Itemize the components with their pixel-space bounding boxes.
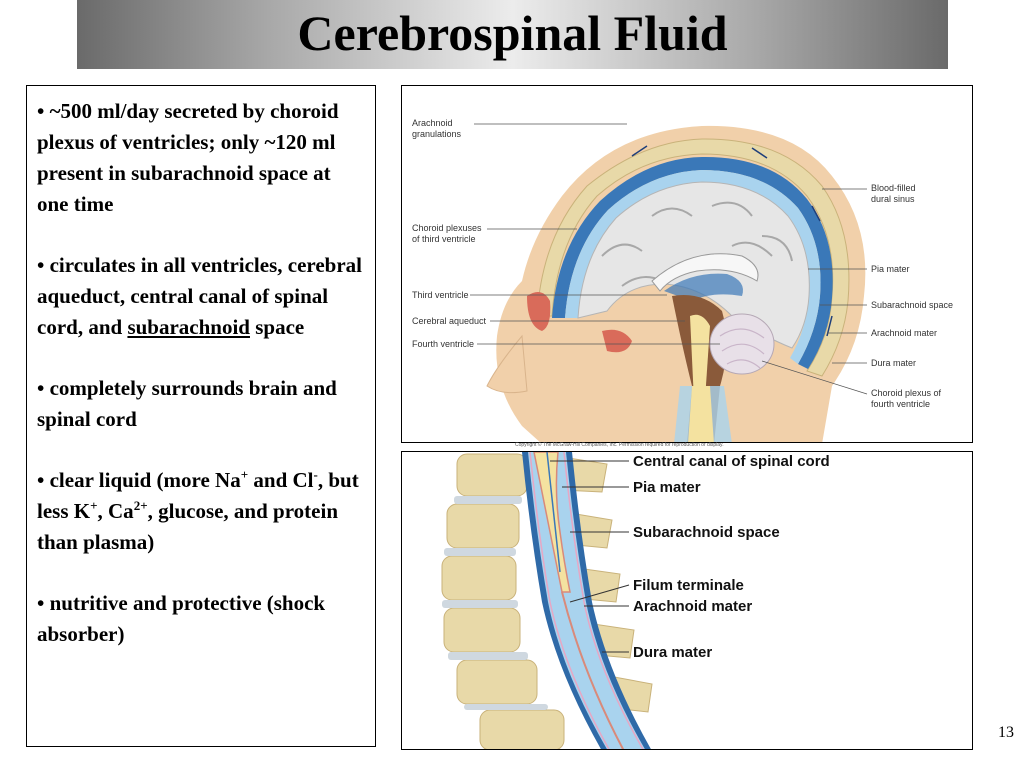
label-dural-sinus-2: dural sinus	[871, 194, 915, 204]
label-central-canal: Central canal of spinal cord	[633, 453, 830, 470]
label-subarachnoid-space: Subarachnoid space	[871, 300, 953, 310]
right-labels: Blood-filled dural sinus Pia mater Subar…	[871, 183, 953, 409]
bullet-text-box: • ~500 ml/day secreted by choroid plexus…	[26, 85, 376, 747]
bullet-csf-volume: • ~500 ml/day secreted by choroid plexus…	[37, 99, 339, 216]
spine-illustration: Central canal of spinal cord Pia mater S…	[441, 452, 830, 749]
bullet-surrounds: • completely surrounds brain and spinal …	[37, 376, 337, 431]
spine-labels: Central canal of spinal cord Pia mater S…	[633, 453, 830, 661]
composition-sup2: -	[313, 467, 318, 482]
composition-part2: and Cl	[248, 468, 314, 492]
composition-part1: • clear liquid (more Na	[37, 468, 241, 492]
label-dural-sinus-1: Blood-filled	[871, 183, 916, 193]
left-leader-lines	[470, 123, 720, 345]
right-leader-lines	[761, 188, 868, 395]
label-arachnoid-mater: Arachnoid mater	[871, 328, 937, 338]
bullet-composition: • clear liquid (more Na+ and Cl-, but le…	[37, 465, 367, 558]
label-choroid-plexus-fourth-1: Choroid plexus of	[871, 388, 942, 398]
label-choroid-plexuses-1: Choroid plexuses	[412, 223, 482, 233]
label-arachnoid-mater-spine: Arachnoid mater	[633, 598, 752, 615]
composition-sup3: +	[90, 498, 98, 513]
label-dura-mater: Dura mater	[871, 358, 916, 368]
bullet-circulation-underlined: subarachnoid	[127, 315, 250, 339]
composition-part3: , but less K	[37, 468, 359, 523]
composition-sup1: +	[240, 467, 249, 482]
brain-illustration: Arachnoid granulations Choroid plexuses …	[412, 118, 953, 442]
left-labels: Arachnoid granulations Choroid plexuses …	[412, 118, 487, 349]
label-fourth-ventricle: Fourth ventricle	[412, 339, 474, 349]
label-arachnoid-granulations-2: granulations	[412, 129, 462, 139]
spinal-cord-figure: Central canal of spinal cord Pia mater S…	[401, 451, 973, 750]
page-number: 13	[998, 724, 1014, 741]
spine-leader-lines	[550, 460, 630, 653]
label-cerebral-aqueduct: Cerebral aqueduct	[412, 316, 487, 326]
label-pia-mater: Pia mater	[871, 264, 910, 274]
brain-sagittal-figure: Arachnoid granulations Choroid plexuses …	[401, 85, 973, 443]
slide-title: Cerebrospinal Fluid	[297, 4, 728, 61]
composition-sup4: 2+	[133, 498, 148, 513]
label-pia-mater-spine: Pia mater	[633, 479, 701, 496]
label-filum-terminale: Filum terminale	[633, 577, 744, 594]
bullet-function: • nutritive and protective (shock absorb…	[37, 591, 326, 646]
label-subarachnoid-space-spine: Subarachnoid space	[633, 524, 780, 541]
bullet-circulation: • circulates in all ventricles, cerebral…	[37, 250, 367, 343]
title-bar: Cerebrospinal Fluid	[77, 0, 948, 69]
label-choroid-plexuses-2: of third ventricle	[412, 234, 476, 244]
label-arachnoid-granulations-1: Arachnoid	[412, 118, 453, 128]
composition-part5: , glucose, and protein than plasma)	[37, 499, 338, 554]
bullet-circulation-post: space	[249, 315, 305, 339]
composition-part4: , Ca	[97, 499, 134, 523]
label-choroid-plexus-fourth-2: fourth ventricle	[871, 399, 930, 409]
bullet-circulation-pre: • circulates in all ventricles, cerebral…	[37, 253, 362, 339]
copyright-note: Copyright © The McGraw-Hill Companies, I…	[515, 442, 724, 448]
discs	[442, 496, 548, 710]
label-third-ventricle: Third ventricle	[412, 290, 469, 300]
label-dura-mater-spine: Dura mater	[633, 644, 712, 661]
